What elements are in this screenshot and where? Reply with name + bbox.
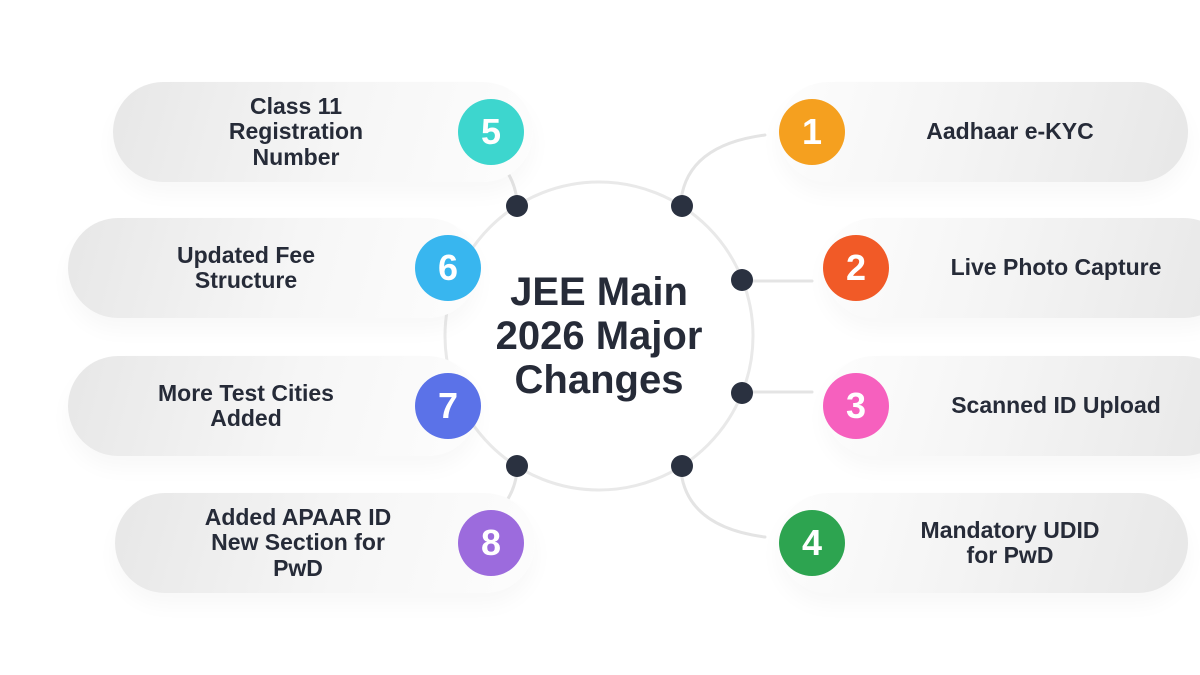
connector-dot [506, 195, 528, 217]
item-number-badge: 7 [415, 373, 481, 439]
connector-dot [506, 455, 528, 477]
center-title: JEE Main 2026 Major Changes [495, 270, 703, 402]
item-pill-fee-structure: Updated Fee Structure 6 [68, 218, 481, 318]
item-label: Updated Fee Structure [176, 241, 316, 293]
item-number-badge: 8 [458, 510, 524, 576]
item-number-badge: 3 [823, 373, 889, 439]
item-pill-class-11-registration: Class 11 Registration Number 5 [113, 82, 533, 182]
item-label: Live Photo Capture [950, 254, 1162, 281]
item-label: Class 11 Registration Number [228, 93, 364, 170]
item-number-badge: 1 [779, 99, 845, 165]
item-pill-apaar-id: Added APAAR ID New Section for PwD 8 [115, 493, 535, 593]
item-pill-mandatory-udid: 4 Mandatory UDID for PwD [778, 493, 1188, 593]
connector-dot [671, 455, 693, 477]
item-number-badge: 6 [415, 235, 481, 301]
item-pill-aadhaar-e-kyc: 1 Aadhaar e-KYC [778, 82, 1188, 182]
item-label: Scanned ID Upload [951, 392, 1161, 419]
connector-line-1 [679, 133, 767, 202]
item-label: Mandatory UDID for PwD [920, 516, 1100, 568]
connector-line-4 [679, 470, 767, 539]
item-pill-scanned-id-upload: 3 Scanned ID Upload [823, 356, 1200, 456]
item-number-badge: 5 [458, 99, 524, 165]
item-label: More Test Cities Added [158, 379, 334, 431]
connector-dot [731, 269, 753, 291]
connector-dot [671, 195, 693, 217]
item-pill-test-cities: More Test Cities Added 7 [68, 356, 481, 456]
center-circle-outline [443, 180, 755, 492]
item-label: Aadhaar e-KYC [926, 118, 1094, 145]
item-label: Added APAAR ID New Section for PwD [204, 504, 392, 581]
item-pill-live-photo-capture: 2 Live Photo Capture [823, 218, 1200, 318]
item-number-badge: 4 [779, 510, 845, 576]
item-number-badge: 2 [823, 235, 889, 301]
connector-dot [731, 382, 753, 404]
